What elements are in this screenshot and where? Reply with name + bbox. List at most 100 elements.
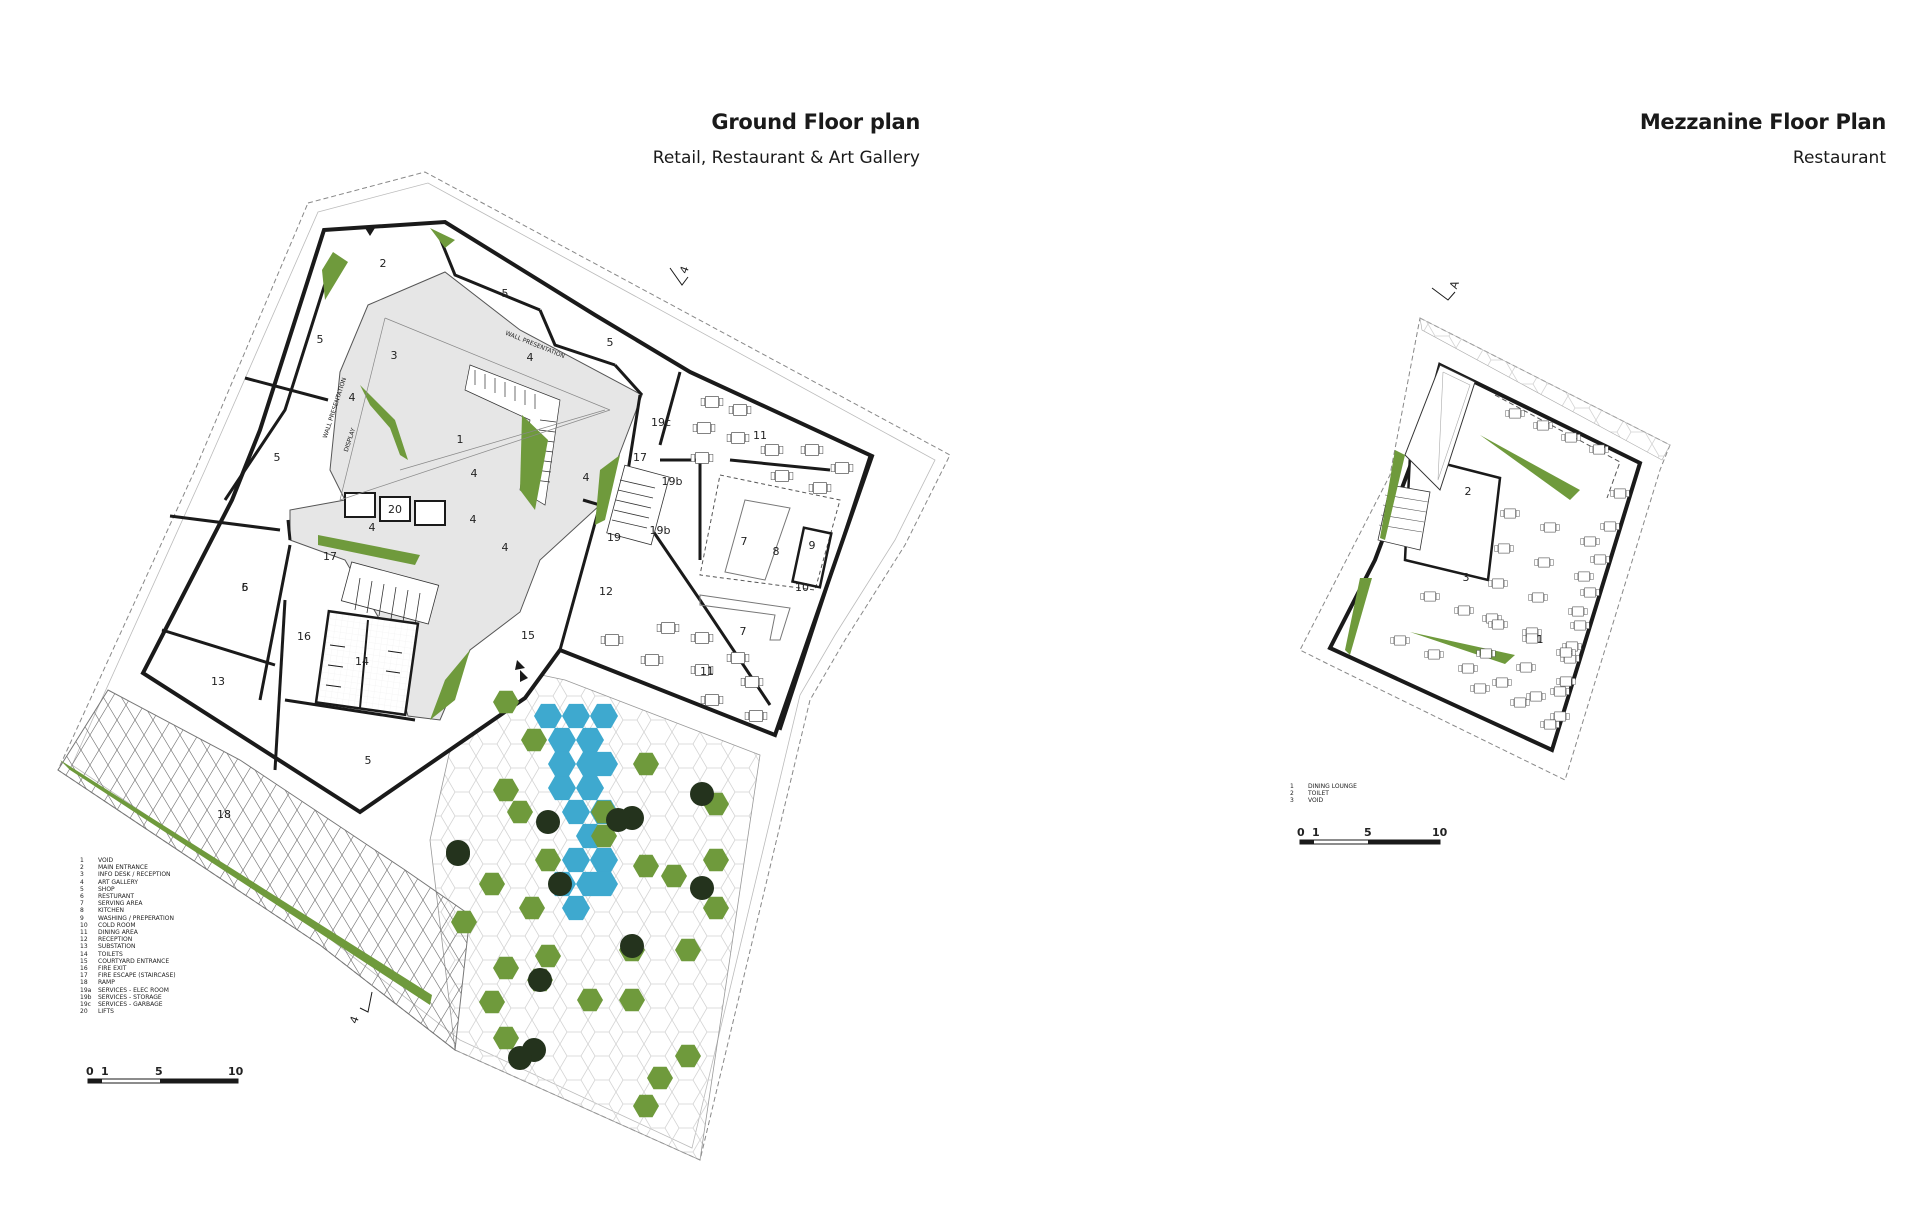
- restaurant-planting: [595, 455, 620, 525]
- scale-1: 1: [101, 1065, 109, 1078]
- mezz-scale-1: 1: [1312, 826, 1320, 839]
- ground-floor-title-block: Ground Floor plan Retail, Restaurant & A…: [653, 110, 921, 168]
- room-label: 19: [607, 531, 621, 544]
- room-label: 5: [242, 581, 249, 594]
- mezz-table-icon: [1580, 536, 1600, 547]
- legend-number: 1: [1290, 783, 1294, 790]
- legend-number: 9: [80, 914, 84, 922]
- planting-hex: [535, 944, 561, 968]
- mezz-scale-5: 5: [1364, 826, 1372, 839]
- tree-icon: [690, 876, 714, 900]
- legend-number: 19b: [80, 993, 92, 1001]
- room-label: 7: [740, 625, 747, 638]
- mezz-table-icon: [1610, 488, 1630, 499]
- planting-hex: [619, 988, 645, 1012]
- planting-hex: [479, 872, 505, 896]
- legend-number: 16: [80, 965, 88, 973]
- ground-floor-scale-bar: 0 1 5 10: [86, 1065, 244, 1084]
- mezz-table-icon: [1494, 543, 1514, 554]
- planting-hex: [479, 990, 505, 1014]
- mezz-table-icon: [1390, 635, 1410, 646]
- legend-label: LIFTS: [98, 1008, 114, 1016]
- legend-number: 20: [80, 1008, 88, 1016]
- mezz-table-icon: [1556, 647, 1576, 658]
- ground-floor-title: Ground Floor plan: [711, 110, 920, 134]
- planting-hex: [519, 896, 545, 920]
- legend-label: FIRE EXIT: [98, 965, 127, 973]
- legend-number: 3: [80, 871, 84, 879]
- mezzanine-title-block: Mezzanine Floor Plan Restaurant: [1640, 110, 1886, 168]
- legend-number: 11: [80, 929, 88, 937]
- planting-hex: [703, 848, 729, 872]
- room-label: 11: [753, 429, 767, 442]
- mezz-table-icon: [1589, 444, 1609, 455]
- room-label: 5: [365, 754, 372, 767]
- legend-label: INFO DESK / RECEPTION: [98, 871, 171, 879]
- planting-hex: [493, 778, 519, 802]
- ground-floor-plan: 4 4 WALL PRESENTATION WALL PRESENTATION …: [57, 171, 951, 1161]
- tree-icon: [508, 1046, 532, 1070]
- room-label: 4: [583, 471, 590, 484]
- water-hex: [562, 703, 590, 729]
- ramp-planting-strip: [60, 760, 432, 1005]
- planting-hex: [591, 824, 617, 848]
- mezz-table-icon: [1516, 662, 1536, 673]
- water-hex: [534, 703, 562, 729]
- tree-icon: [548, 872, 572, 896]
- legend-number: 17: [80, 972, 88, 980]
- legend-number: 2: [80, 864, 84, 872]
- legend-label: RECEPTION: [98, 936, 133, 944]
- mezz-planting-1: [1480, 435, 1580, 500]
- legend-number: 14: [80, 950, 88, 958]
- water-hex: [562, 847, 590, 873]
- room-label: 15: [521, 629, 535, 642]
- room-label: 2: [380, 257, 387, 270]
- mezz-table-icon: [1590, 554, 1610, 565]
- legend-label: KITCHEN: [98, 907, 124, 915]
- room-label: 4: [349, 391, 356, 404]
- planting-hex: [535, 848, 561, 872]
- mezz-table-icon: [1534, 557, 1554, 568]
- planting-hex: [675, 938, 701, 962]
- mezz-planting-4: [1380, 450, 1405, 540]
- planting-hex: [493, 690, 519, 714]
- legend-number: 18: [80, 979, 88, 987]
- legend-label: DINING LOUNGE: [1308, 783, 1357, 790]
- section-marker-top: [669, 267, 689, 286]
- entrance-planting: [322, 252, 348, 300]
- room-labels: 1 2 3 4 4 4 4 4 4 4 5 5 5 5 5 5 5 6 7 7 …: [211, 257, 816, 821]
- water-hex: [590, 871, 618, 897]
- scale-10: 10: [228, 1065, 244, 1078]
- mezz-table-icon: [1458, 663, 1478, 674]
- toilets: [314, 609, 420, 717]
- mezz-scale-bar: 0 1 5 10: [1297, 826, 1448, 845]
- mezz-stair-treads: [1378, 494, 1429, 533]
- planting-hex: [493, 956, 519, 980]
- tree-icon: [528, 968, 552, 992]
- room-label: 17: [633, 451, 647, 464]
- room-label: 10: [795, 581, 809, 594]
- planting-hex: [451, 910, 477, 934]
- legend-number: 8: [80, 907, 84, 915]
- legend-number: 7: [80, 900, 84, 908]
- legend-number: 1: [80, 857, 84, 864]
- water-hex: [562, 799, 590, 825]
- legend-label: VOID: [98, 857, 114, 864]
- room-label: 19b: [662, 475, 683, 488]
- water-hex: [548, 751, 576, 777]
- mezz-table-icon: [1526, 691, 1546, 702]
- legend-label: FIRE ESCAPE (STAIRCASE): [98, 972, 176, 980]
- water-hex: [562, 895, 590, 921]
- planting-hex: [633, 854, 659, 878]
- kitchen-outline: [699, 474, 841, 591]
- legend-number: 6: [80, 893, 84, 901]
- section-marker-bottom: [359, 991, 373, 1013]
